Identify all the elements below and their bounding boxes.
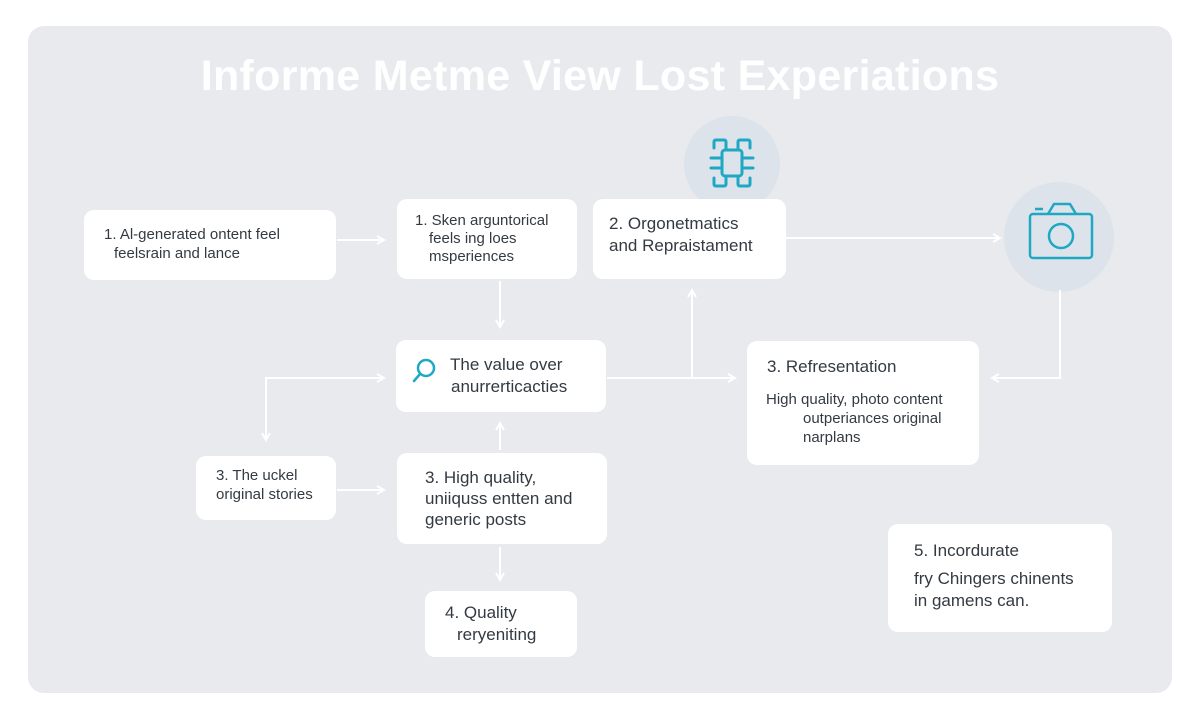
node-text: feelsrain and lance: [114, 245, 240, 262]
node-text: 1. Sken arguntorical: [415, 212, 549, 229]
node-text: generic posts: [425, 510, 527, 529]
node-text: 2. Orgonetmatics: [609, 214, 739, 233]
node-text: original stories: [216, 486, 313, 503]
node-text: narplans: [803, 429, 861, 446]
node-text: 4. Quality: [445, 603, 517, 622]
node-text: 3. High quality,: [425, 468, 537, 487]
node-text: in gamens can.: [914, 591, 1030, 610]
node-quality-reryeniting: 4. Quality reryeniting: [425, 591, 577, 657]
diagram-title: Informe Metme View Lost Experiations: [200, 52, 1000, 100]
node-text: uniiquss entten and: [425, 489, 573, 508]
node-text: reryeniting: [457, 625, 537, 644]
node-text: msperiences: [429, 248, 515, 265]
node-text: The value over: [450, 355, 563, 374]
node-text: outperiances original: [803, 410, 942, 427]
node-text: 5. Incordurate: [914, 541, 1019, 560]
node-text: feels ing loes: [429, 230, 517, 247]
arrow-n4-n3: [607, 290, 692, 379]
search-icon: [412, 358, 436, 383]
node-ai-generated-content: 1. Al-generated ontent feel feelsrain an…: [84, 210, 336, 280]
node-text: and Repraistament: [609, 236, 753, 255]
node-text: 1. Al-generated ontent feel: [104, 226, 280, 243]
node-text: fry Chingers chinents: [914, 569, 1074, 588]
arrow-camera-n5: [992, 290, 1061, 378]
node-text: anurrerticacties: [451, 377, 568, 396]
node-text: High quality, photo content: [766, 391, 943, 408]
node-refresentation: 3. Refresentation High quality, photo co…: [747, 341, 979, 465]
node-uckel-original-stories: 3. The uckel original stories: [196, 456, 336, 520]
arrow-loop-n4: [265, 378, 384, 440]
node-text: 3. The uckel: [216, 467, 298, 484]
node-incordurate: 5. Incordurate fry Chingers chinents in …: [888, 524, 1112, 632]
node-high-quality: 3. High quality, uniiquss entten and gen…: [397, 453, 607, 544]
node-text: 3. Refresentation: [767, 357, 897, 376]
node-value-over: The value over anurrerticacties: [396, 340, 606, 412]
node-orgonetmatics: 2. Orgonetmatics and Repraistament: [593, 199, 786, 279]
node-sken-arguntorical: 1. Sken arguntorical feels ing loes mspe…: [397, 199, 577, 279]
